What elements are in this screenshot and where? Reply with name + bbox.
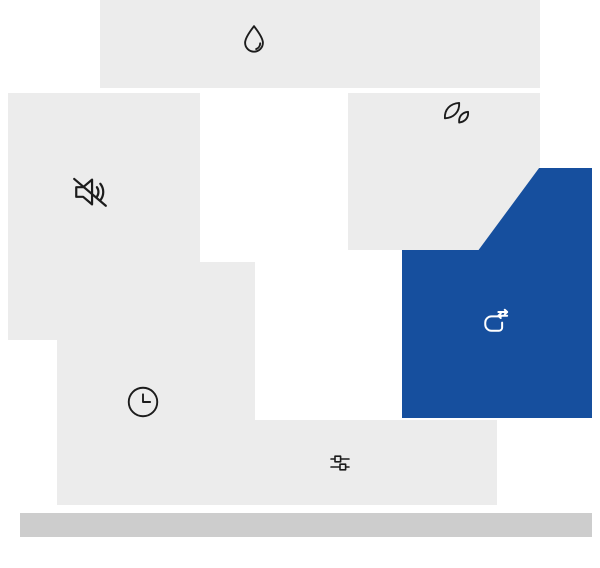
- tile-settings[interactable]: [57, 420, 497, 505]
- scrollbar-track[interactable]: [20, 513, 592, 537]
- tile-water[interactable]: [100, 0, 540, 88]
- sliders-icon: [324, 447, 356, 479]
- leaves-icon: [436, 94, 474, 132]
- speaker-muted-icon: [68, 170, 112, 214]
- swap-arrows-icon: [474, 302, 514, 342]
- clock-icon: [124, 383, 162, 421]
- water-drop-icon: [235, 22, 273, 60]
